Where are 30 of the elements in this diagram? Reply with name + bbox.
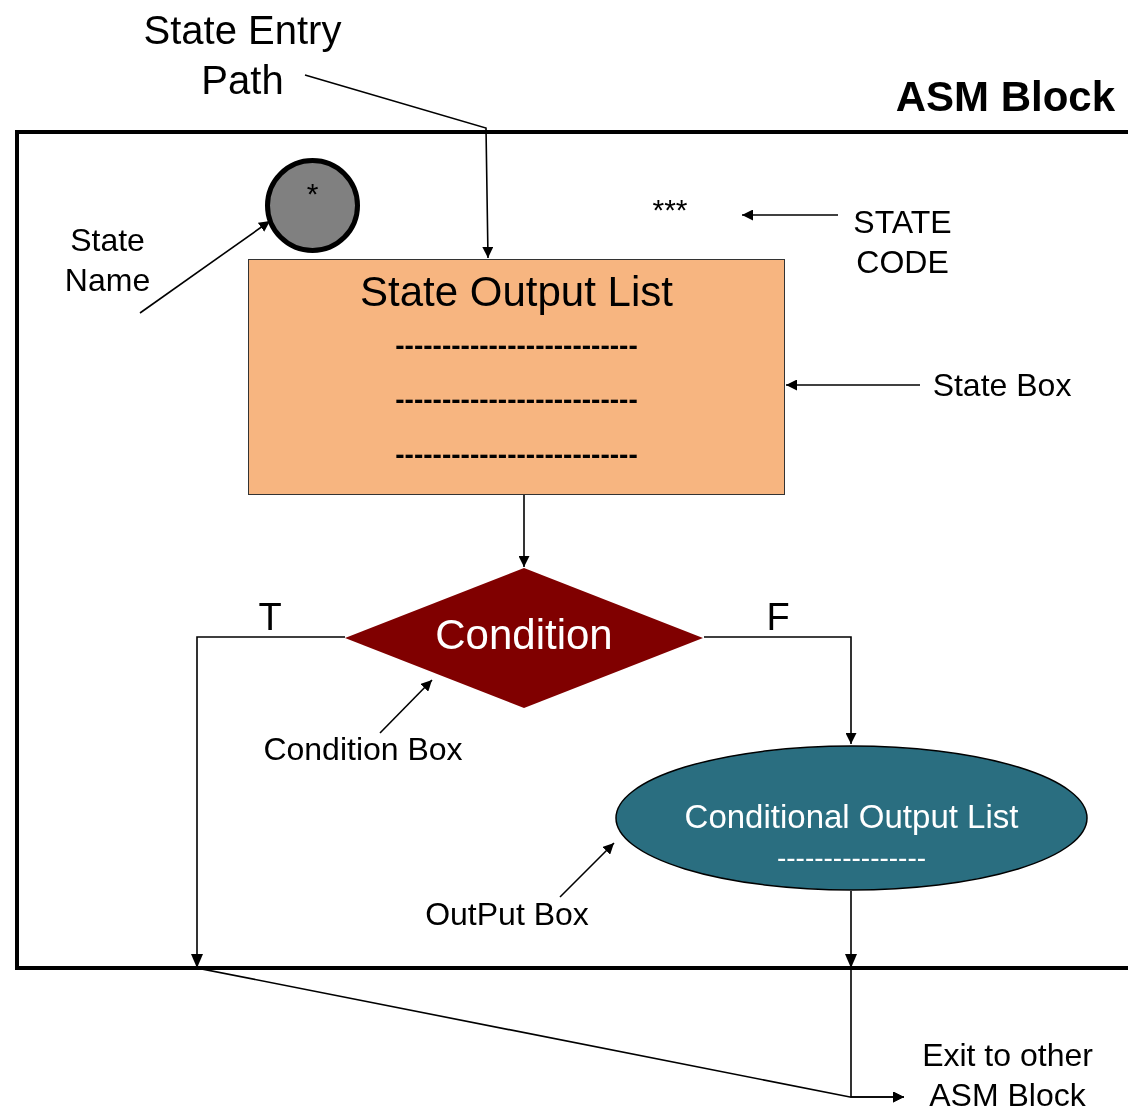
state-name-text: * [305, 176, 320, 212]
block-title: ASM Block [895, 72, 1115, 122]
arrow [703, 636, 857, 745]
arrow [304, 74, 494, 259]
arrow [741, 209, 839, 221]
annotation-text: Exit to other ASM Block [921, 1036, 1094, 1115]
box-heading: State Output List [360, 267, 673, 317]
arrow [139, 220, 271, 314]
state-circle [265, 158, 360, 253]
output-text: Conditional Output List [683, 797, 1020, 837]
placeholder-lines: -------------------------- -------------------------- -------------------------- [395, 328, 638, 472]
annotation-text: *** [652, 192, 688, 229]
state-box [248, 259, 785, 495]
annotation-text: State Entry Path [142, 7, 343, 104]
placeholder-lines: ---------------- [775, 841, 928, 875]
annotation-text: Condition Box [263, 730, 463, 769]
arrow [559, 842, 615, 898]
arrow [845, 890, 905, 1103]
output-ellipse [615, 745, 1088, 891]
edge-label: F [766, 596, 790, 638]
arrow [785, 379, 921, 391]
annotation-text: State Name [63, 221, 152, 300]
annotation-text: STATE CODE [852, 203, 953, 282]
annotation-text: State Box [932, 366, 1072, 405]
arrow [379, 679, 433, 734]
arrow [518, 494, 530, 568]
condition-text: Condition [434, 610, 614, 660]
edge-label: T [258, 596, 282, 638]
decision-diamond [345, 568, 703, 708]
annotation-text: OutPut Box [425, 895, 589, 934]
